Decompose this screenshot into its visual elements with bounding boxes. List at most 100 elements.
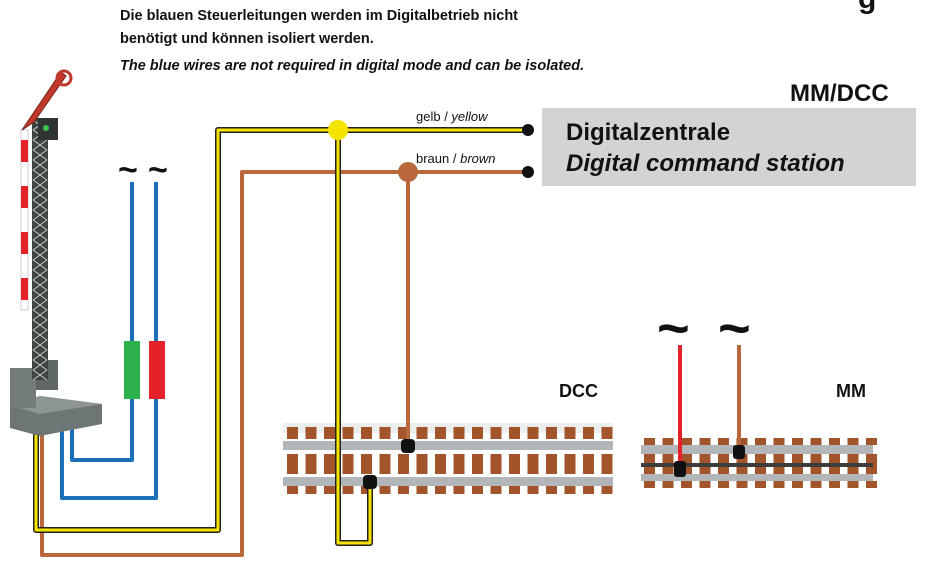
mm-brown-clip [733, 445, 745, 459]
dcc-sleeper [342, 427, 354, 439]
dcc-sleeper [601, 485, 613, 494]
mm-sleeper [644, 438, 655, 445]
yellow-terminal [522, 124, 534, 136]
dcc-sleeper [509, 485, 520, 494]
dcc-sleeper [379, 485, 391, 494]
mm-sleeper [736, 481, 748, 488]
mm-track-label: MM [836, 381, 866, 401]
dcc-sleeper [546, 485, 557, 494]
dcc-sleeper [435, 427, 446, 439]
note-german-line-1: Die blauen Steuerleitungen werden im Dig… [120, 8, 519, 24]
dcc-sleeper [472, 485, 483, 494]
mm-sleeper [681, 438, 692, 445]
mm-sleeper [866, 438, 877, 445]
green-insulator [124, 341, 140, 399]
blue-wire-outer [60, 182, 158, 500]
yellow-junction [328, 120, 348, 140]
mm-center-conductor [641, 463, 873, 467]
brown-junction [398, 162, 418, 182]
signal-housing [10, 368, 36, 408]
mm-sleeper [644, 481, 655, 488]
dcc-sleeper [601, 427, 613, 439]
dcc-sleeper [490, 485, 502, 494]
mm-sleeper [755, 481, 766, 488]
page-marker: g [858, 0, 876, 16]
mm-sleeper [829, 438, 840, 445]
dcc-sleeper [601, 454, 613, 474]
note-german-line-2: benötigt und können isoliert werden. [120, 31, 374, 47]
mm-sleeper [810, 481, 822, 488]
dcc-sleeper [435, 485, 446, 494]
dcc-sleeper [342, 454, 354, 474]
dcc-sleeper [305, 427, 317, 439]
mode-label: MM/DCC [790, 80, 889, 107]
mm-sleeper [792, 481, 803, 488]
ac-symbol-mm-2: ~ [718, 296, 751, 359]
blue-control-wires [60, 182, 158, 500]
dcc-sleeper [472, 454, 483, 474]
dcc-sleeper [583, 427, 594, 439]
dcc-sleeper [527, 454, 539, 474]
dcc-sleeper [416, 427, 428, 439]
dcc-sleeper [398, 454, 409, 474]
signal-mast [32, 118, 48, 380]
mm-sleeper [736, 438, 748, 445]
mm-sleeper [792, 438, 803, 445]
dcc-sleeper [416, 485, 428, 494]
mm-red-clip [674, 461, 686, 477]
dcc-sleeper [546, 427, 557, 439]
mm-sleeper [847, 481, 859, 488]
dcc-rail-top [283, 441, 613, 450]
mm-sleeper [681, 481, 692, 488]
dcc-sleeper [564, 485, 576, 494]
dcc-sleeper [287, 454, 298, 474]
dcc-track-bed [283, 423, 613, 433]
dcc-sleeper [398, 485, 409, 494]
dcc-sleeper [324, 427, 335, 439]
ac-symbol-blue-1: ~ [118, 151, 138, 189]
dcc-sleeper [453, 427, 465, 439]
dcc-sleeper [361, 454, 372, 474]
station-title-german: Digitalzentrale [566, 119, 731, 146]
yellow-main-wire [34, 128, 528, 532]
mm-sleeper [810, 438, 822, 445]
dcc-sleeper [509, 454, 520, 474]
dcc-sleeper [416, 454, 428, 474]
dcc-sleeper [490, 427, 502, 439]
dcc-sleeper [305, 485, 317, 494]
dcc-sleeper [342, 485, 354, 494]
dcc-sleeper [564, 454, 576, 474]
mm-sleeper [847, 438, 859, 445]
dcc-sleeper [453, 485, 465, 494]
dcc-sleeper [527, 485, 539, 494]
dcc-sleeper [564, 427, 576, 439]
note-english: The blue wires are not required in digit… [120, 58, 585, 74]
dcc-sleeper [324, 485, 335, 494]
mm-rail-bottom [641, 474, 873, 481]
dcc-sleeper [324, 454, 335, 474]
dcc-sleeper [361, 427, 372, 439]
dcc-sleeper [287, 427, 298, 439]
ac-symbol-blue-2: ~ [148, 151, 168, 189]
yellow-dcc-feeder [336, 130, 372, 545]
dcc-sleeper [398, 427, 409, 439]
dcc-sleeper [490, 454, 502, 474]
dcc-sleeper [435, 454, 446, 474]
dcc-sleeper [583, 454, 594, 474]
red-insulator [149, 341, 165, 399]
mm-sleeper [662, 438, 674, 445]
dcc-rail-bottom [283, 477, 613, 486]
dcc-yellow-clip [363, 475, 377, 489]
dcc-sleeper [379, 427, 391, 439]
dcc-sleeper [379, 454, 391, 474]
mm-sleeper [718, 481, 729, 488]
dcc-sleeper [453, 454, 465, 474]
mm-rail-top [641, 445, 873, 454]
mm-sleeper [773, 481, 785, 488]
mm-sleeper [718, 438, 729, 445]
dcc-sleeper [361, 485, 372, 494]
dcc-brown-clip [401, 439, 415, 453]
blue-wire-inner [70, 182, 134, 462]
dcc-sleeper [583, 485, 594, 494]
